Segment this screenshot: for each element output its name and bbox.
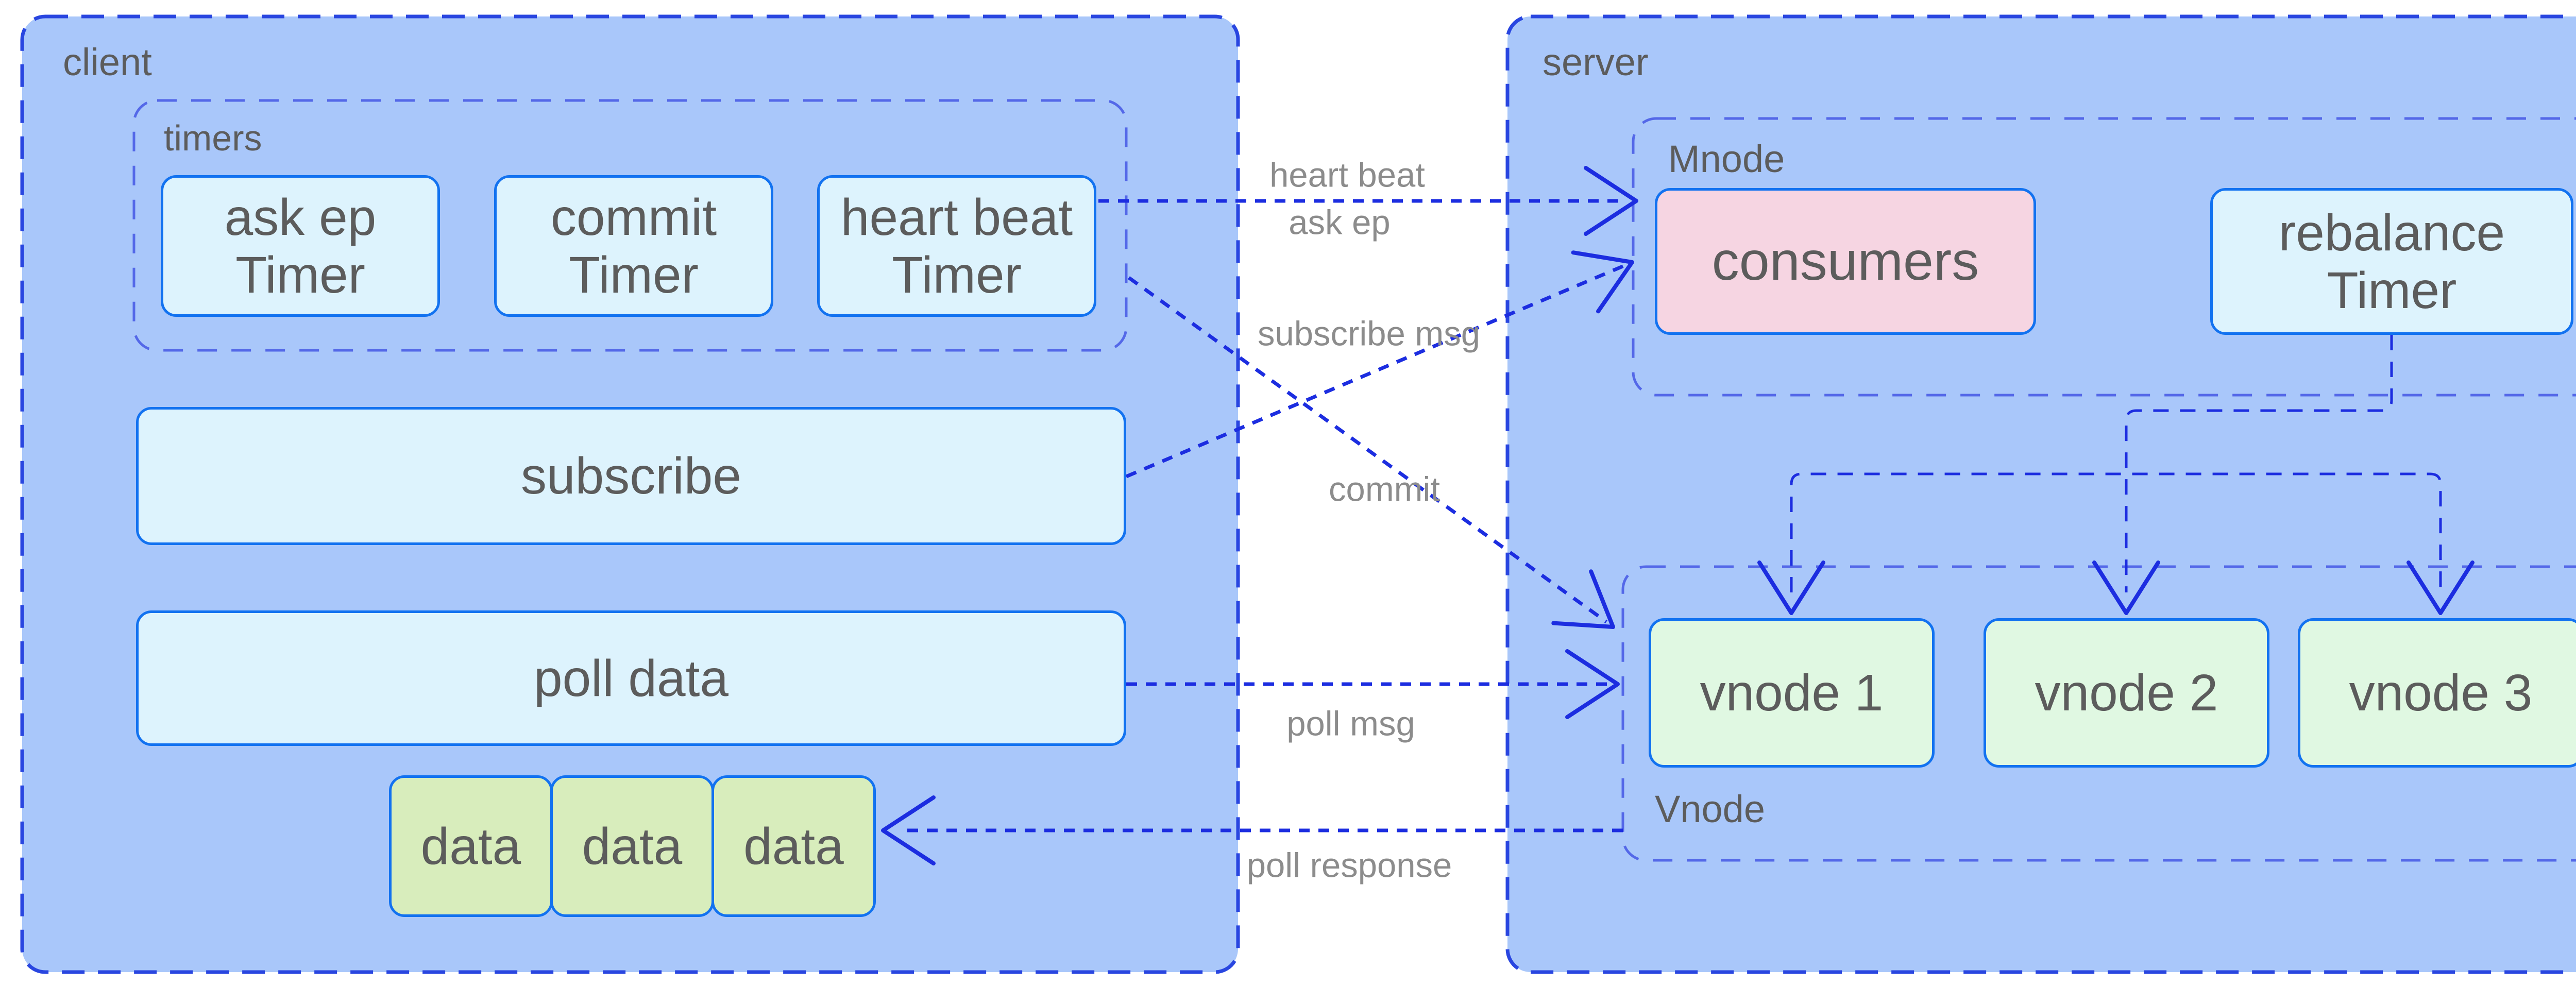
edge-poll-response-arrow — [881, 795, 1623, 865]
data-box-3: data — [711, 775, 876, 917]
timers-label: timers — [164, 118, 262, 158]
vnode-1-box: vnode 1 — [1649, 618, 1935, 768]
arrowhead-vnode3 — [2406, 560, 2475, 615]
vnode-2-box: vnode 2 — [1984, 618, 2269, 768]
arrowhead-vnode1 — [1757, 560, 1825, 615]
vnode-label: Vnode — [1655, 788, 1765, 830]
commit-timer-box: commit Timer — [494, 175, 773, 317]
edge-heartbeat-askep-arrow — [1098, 166, 1638, 236]
server-label: server — [1543, 41, 1649, 83]
rebalance-timer-box: rebalance Timer — [2210, 188, 2573, 335]
ask-ep-edge-label: ask ep — [1289, 203, 1391, 242]
arrowhead-vnode2 — [2092, 560, 2160, 615]
heart-beat-timer-box: heart beat Timer — [817, 175, 1096, 317]
mnode-label: Mnode — [1668, 138, 1785, 180]
consumers-box: consumers — [1655, 188, 2036, 335]
poll-response-edge-label: poll response — [1246, 846, 1452, 885]
subscribe-box: subscribe — [136, 407, 1126, 545]
data-box-1: data — [389, 775, 553, 917]
client-label: client — [63, 41, 152, 83]
poll-data-box: poll data — [136, 610, 1126, 746]
poll-msg-edge-label: poll msg — [1286, 704, 1415, 743]
heart-beat-edge-label: heart beat — [1269, 156, 1425, 195]
subscribe-msg-edge-label: subscribe msg — [1258, 314, 1480, 353]
data-box-2: data — [550, 775, 714, 917]
vnode-3-box: vnode 3 — [2298, 618, 2576, 768]
rebalance-to-vnodes-connector — [1757, 335, 2475, 615]
ask-ep-timer-box: ask ep Timer — [161, 175, 440, 317]
edge-subscribe-msg-arrow — [1125, 250, 1634, 479]
commit-edge-label: commit — [1329, 470, 1440, 509]
edge-poll-msg-arrow — [1126, 649, 1620, 719]
edge-commit-arrow — [1127, 276, 1615, 629]
